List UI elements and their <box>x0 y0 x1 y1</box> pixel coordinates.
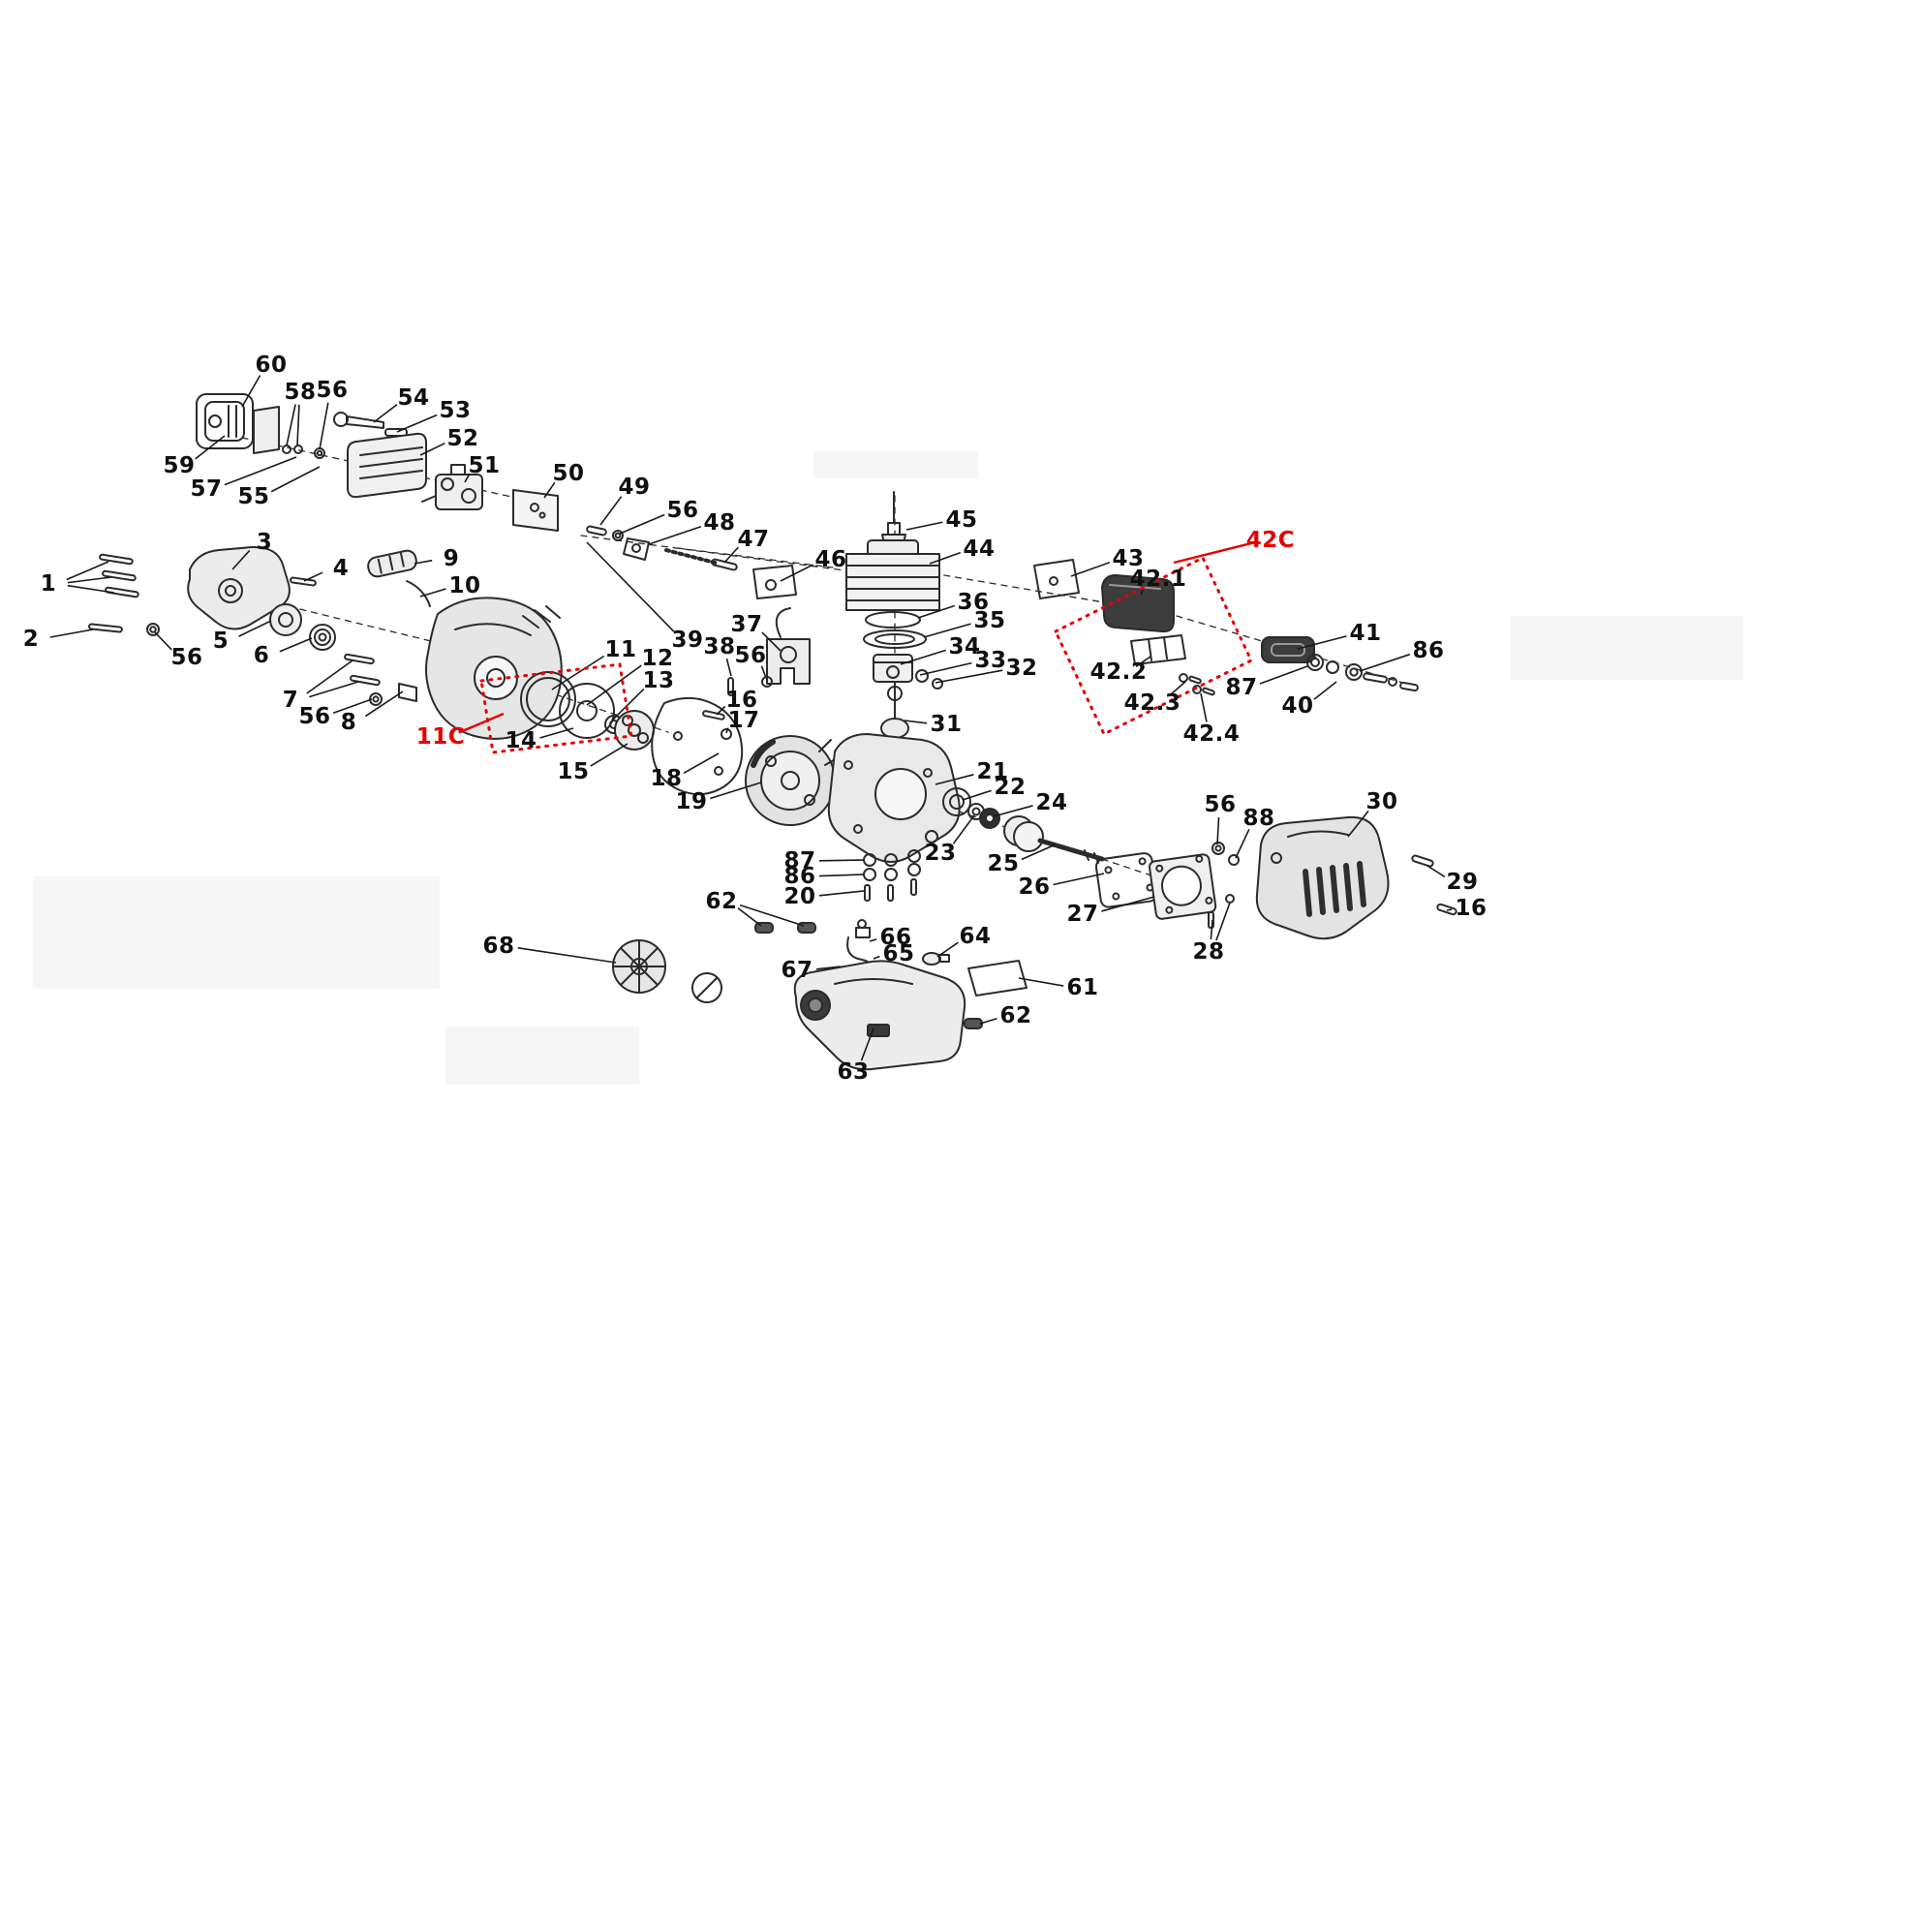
leader-line-57 <box>224 456 297 486</box>
leader-line-54 <box>373 404 398 423</box>
leader-line-50 <box>543 481 556 499</box>
leader-line-42.2 <box>1135 656 1151 667</box>
highlight-box-group-42C <box>1054 555 1253 737</box>
leader-line-42.4 <box>1200 692 1208 722</box>
leader-line-46 <box>780 564 813 582</box>
leader-line-42C <box>1173 541 1252 565</box>
leader-line-65 <box>873 955 880 960</box>
leader-line-18 <box>683 752 720 775</box>
leader-line-62 <box>739 904 805 927</box>
leader-line-49 <box>599 496 623 526</box>
leader-line-3 <box>231 549 251 570</box>
leader-line-25 <box>1021 843 1057 861</box>
leader-line-27 <box>1101 896 1155 912</box>
leader-line-1 <box>67 576 112 584</box>
leader-line-58 <box>296 404 300 446</box>
leader-line-59 <box>195 435 226 460</box>
leader-line-53 <box>396 414 438 433</box>
leader-line-14 <box>539 727 574 739</box>
leader-line-7 <box>309 681 359 698</box>
leader-line-20 <box>818 890 865 897</box>
leader-line-16 <box>1446 908 1453 911</box>
leader-line-11 <box>551 655 605 690</box>
leader-line-55 <box>270 466 321 493</box>
leader-line-21 <box>935 774 974 785</box>
leader-line-63 <box>860 1027 874 1061</box>
highlight-box-group-11C <box>479 662 633 754</box>
leader-line-28 <box>1215 902 1231 941</box>
leader-line-28 <box>1210 919 1213 940</box>
leader-line-39 <box>586 541 675 632</box>
leader-line-88 <box>1235 828 1250 859</box>
leader-line-87 <box>1259 665 1308 685</box>
leader-line-22 <box>962 789 992 801</box>
leader-line-56 <box>1216 816 1220 845</box>
leader-line-10 <box>419 588 446 598</box>
leader-line-45 <box>905 521 943 531</box>
leader-line-64 <box>936 941 959 958</box>
leader-line-4 <box>303 571 323 582</box>
leader-line-36 <box>917 604 955 619</box>
leader-line-30 <box>1347 810 1369 838</box>
leader-line-58 <box>286 404 296 446</box>
leader-line-86 <box>1359 653 1411 672</box>
leader-line-38 <box>725 658 732 677</box>
leader-line-43 <box>1070 562 1111 577</box>
leader-line-2 <box>49 629 94 638</box>
leader-line-67 <box>815 966 842 970</box>
leader-line-32 <box>935 669 1003 684</box>
leader-line-9 <box>414 559 433 565</box>
leader-line-29 <box>1426 865 1446 878</box>
leader-line-56 <box>154 631 172 651</box>
leader-line-33 <box>919 661 972 676</box>
leader-line-42.3 <box>1168 681 1186 697</box>
leader-line-44 <box>929 551 962 565</box>
leader-line-26 <box>1053 873 1105 886</box>
leader-line-37 <box>761 631 782 652</box>
leader-line-56 <box>760 665 767 679</box>
leader-line-8 <box>364 690 404 718</box>
leader-line-24 <box>993 805 1033 817</box>
leader-line-11C <box>458 712 505 734</box>
leader-line-13 <box>611 688 645 721</box>
leader-line-66 <box>869 938 877 942</box>
leader-line-60 <box>241 375 261 408</box>
leader-line-40 <box>1313 681 1337 700</box>
leader-line-68 <box>517 947 617 964</box>
leader-line-35 <box>923 623 971 638</box>
leader-line-7 <box>306 659 353 694</box>
leader-line-62 <box>979 1017 997 1025</box>
leader-line-56 <box>319 402 329 450</box>
leader-line-48 <box>648 525 702 545</box>
leader-line-47 <box>723 546 739 564</box>
leader-line-5 <box>238 620 272 637</box>
leader-line-31 <box>904 720 928 724</box>
leader-line-23 <box>952 814 975 844</box>
leader-line-1 <box>67 584 115 594</box>
leader-line-17 <box>725 727 729 734</box>
leader-line-41 <box>1297 635 1347 650</box>
leader-line-62 <box>737 907 762 927</box>
leader-line-6 <box>279 637 313 653</box>
leader-line-86 <box>818 874 865 877</box>
leader-line-52 <box>419 442 445 456</box>
leader-line-51 <box>464 474 471 483</box>
leader-line-15 <box>590 743 629 767</box>
leader-line-56 <box>619 513 665 535</box>
leader-line-61 <box>1018 977 1064 987</box>
leader-line-16 <box>716 705 726 716</box>
leader-line-19 <box>710 782 762 800</box>
leader-line-1 <box>66 561 109 581</box>
leader-line-87 <box>818 859 865 862</box>
leader-line-12 <box>586 664 642 706</box>
leader-line-56 <box>332 698 373 714</box>
leader-line-34 <box>900 649 946 665</box>
